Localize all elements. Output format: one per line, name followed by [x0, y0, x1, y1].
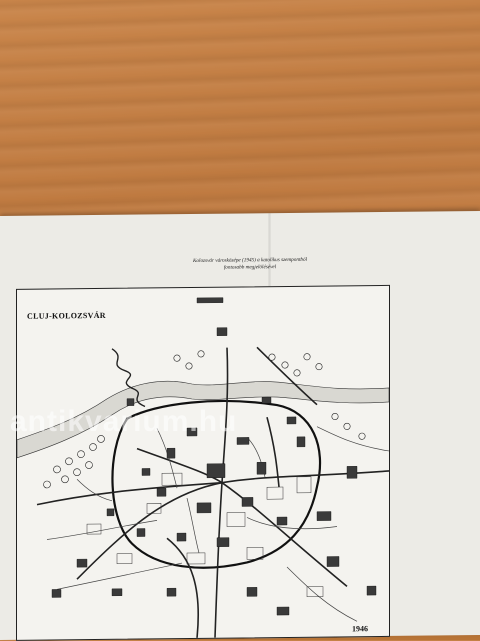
wooden-table-surface [0, 0, 480, 240]
map-title: CLUJ-KOLOZSVÁR [27, 310, 106, 321]
river [17, 380, 389, 459]
map-caption: Kolozsvár városközépe (1945) a katolikus… [150, 256, 350, 272]
city-ring-road [111, 399, 322, 569]
city-buildings [51, 297, 377, 616]
park-trees [43, 350, 366, 489]
map-page: Kolozsvár városközépe (1945) a katolikus… [0, 210, 480, 641]
city-map-drawing [17, 297, 389, 639]
citadel-serpentine-road [111, 348, 146, 408]
building-outlines [86, 472, 324, 598]
city-map-frame: CLUJ-KOLOZSVÁR 1. Szent Mihály templom2.… [16, 284, 390, 641]
caption-line-2: fontosabb megjelölésével [223, 264, 277, 271]
main-streets [36, 346, 389, 639]
secondary-streets [46, 426, 389, 622]
map-year: 1946 [352, 624, 368, 634]
watermark-text: antikvarium.hu [10, 405, 238, 438]
